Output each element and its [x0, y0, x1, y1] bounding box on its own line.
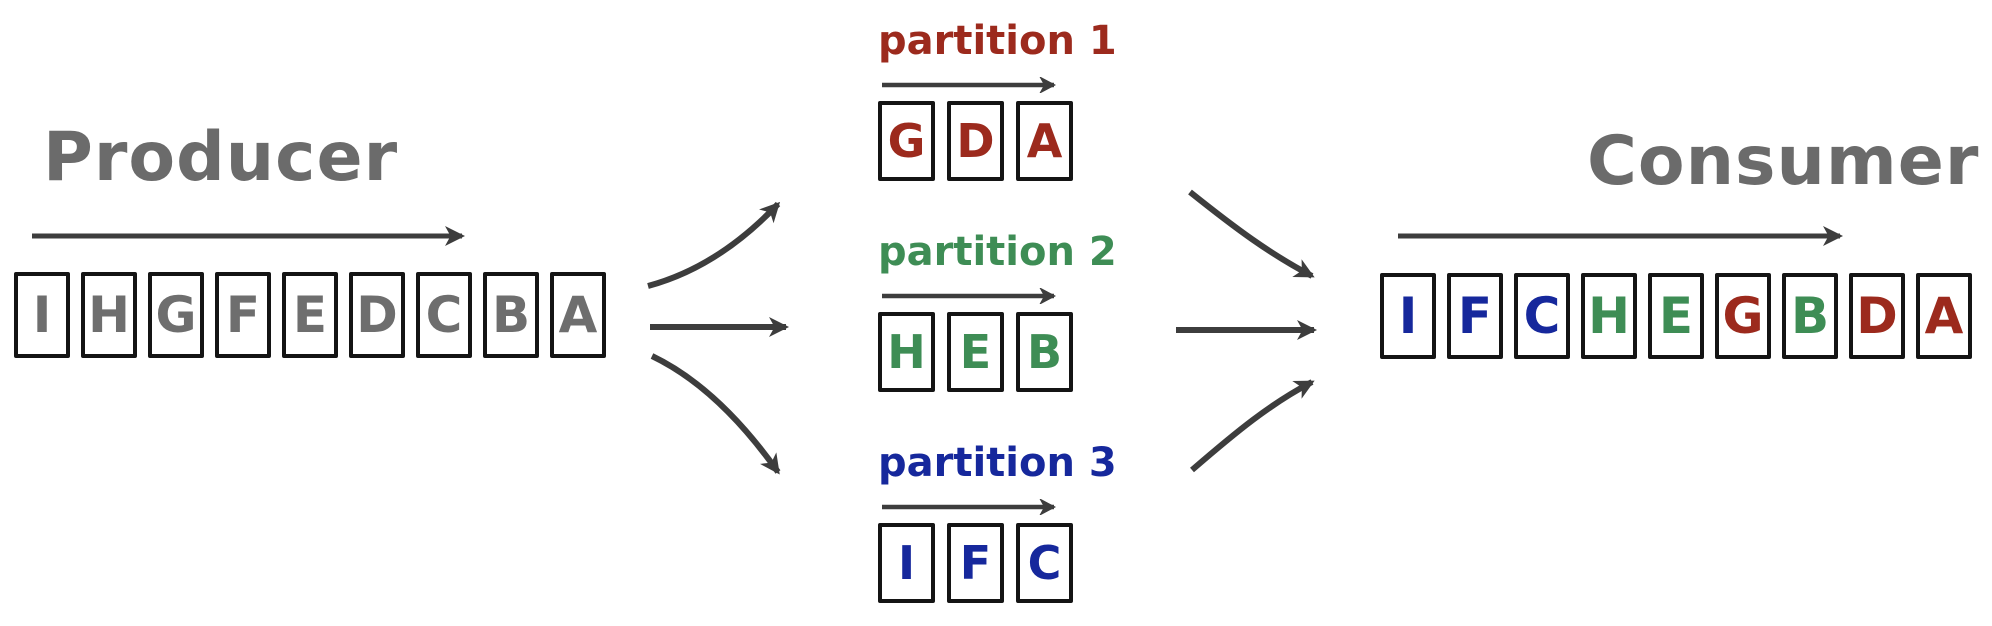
message-box: C: [1016, 523, 1073, 603]
message-letter: A: [1026, 114, 1063, 168]
message-box: F: [947, 523, 1004, 603]
message-box: F: [215, 272, 271, 358]
message-letter: E: [959, 325, 992, 379]
message-letter: D: [356, 286, 398, 344]
message-box: H: [878, 312, 935, 392]
message-letter: G: [155, 286, 197, 344]
message-letter: I: [897, 536, 916, 590]
message-letter: A: [558, 286, 598, 344]
producer-queue: I H G F E D C B A: [14, 272, 606, 358]
message-box: F: [1447, 273, 1503, 359]
message-letter: D: [956, 114, 995, 168]
message-letter: B: [491, 286, 531, 344]
message-letter: H: [887, 325, 926, 379]
message-box: D: [349, 272, 405, 358]
message-letter: F: [225, 286, 261, 344]
partition-label: partition 1: [878, 18, 1117, 64]
fanin-arrow-top: [1188, 189, 1315, 279]
partition-label: partition 2: [878, 229, 1117, 275]
message-box: A: [1016, 101, 1073, 181]
message-box: G: [878, 101, 935, 181]
consumer-queue: I F C H E G B D A: [1380, 273, 1972, 359]
message-box: I: [878, 523, 935, 603]
message-letter: C: [1523, 287, 1561, 345]
partition-label: partition 3: [878, 440, 1117, 486]
message-letter: B: [1790, 287, 1830, 345]
message-box: B: [1782, 273, 1838, 359]
partition-arrow: [882, 499, 1056, 515]
message-box: D: [947, 101, 1004, 181]
fanin-arrow-bottom: [1190, 379, 1315, 473]
consumer-title: Consumer: [1587, 122, 1980, 201]
partition-arrow: [882, 288, 1056, 304]
message-box: G: [1715, 273, 1771, 359]
message-letter: I: [32, 286, 52, 344]
message-box: G: [148, 272, 204, 358]
message-box: A: [550, 272, 606, 358]
message-box: E: [282, 272, 338, 358]
message-letter: F: [959, 536, 992, 590]
message-letter: E: [292, 286, 328, 344]
message-box: H: [1581, 273, 1637, 359]
message-box: H: [81, 272, 137, 358]
message-box: E: [1648, 273, 1704, 359]
message-letter: H: [88, 286, 130, 344]
message-box: B: [483, 272, 539, 358]
message-letter: C: [425, 286, 463, 344]
message-box: I: [14, 272, 70, 358]
message-letter: E: [1658, 287, 1694, 345]
message-letter: I: [1398, 287, 1418, 345]
fanout-arrow-bottom: [650, 353, 781, 475]
message-box: I: [1380, 273, 1436, 359]
message-box: D: [1849, 273, 1905, 359]
message-letter: C: [1027, 536, 1062, 590]
message-box: A: [1916, 273, 1972, 359]
message-box: B: [1016, 312, 1073, 392]
message-letter: B: [1026, 325, 1063, 379]
message-letter: G: [1722, 287, 1764, 345]
message-box: C: [1514, 273, 1570, 359]
message-box: C: [416, 272, 472, 358]
message-letter: D: [1856, 287, 1898, 345]
message-letter: A: [1924, 287, 1964, 345]
message-box: E: [947, 312, 1004, 392]
producer-title: Producer: [43, 118, 399, 197]
fanout-arrow-top: [647, 201, 781, 289]
partition-arrow: [882, 77, 1056, 93]
message-letter: H: [1588, 287, 1630, 345]
message-letter: F: [1457, 287, 1493, 345]
message-letter: G: [887, 114, 926, 168]
